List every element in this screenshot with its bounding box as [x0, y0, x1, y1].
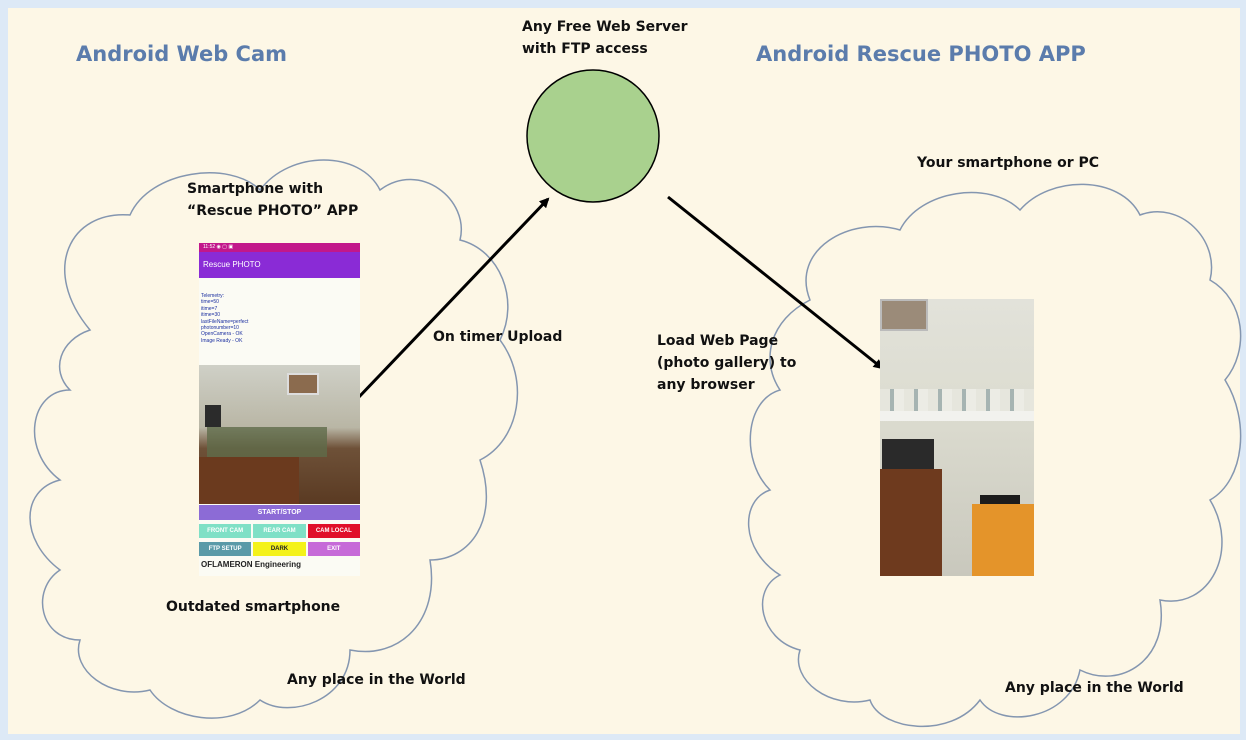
camera-preview-image [199, 365, 360, 504]
telemetry-line: OpenCamera - OK [201, 331, 243, 338]
exit-button[interactable]: EXIT [307, 542, 360, 556]
telemetry-line: itime=30 [201, 312, 221, 319]
server-label-line1: Any Free Web Server [522, 19, 688, 35]
cam-local-button[interactable]: CAM LOCAL [307, 524, 360, 538]
rear-cam-button[interactable]: REAR CAM [253, 524, 306, 538]
phone-screenshot: 11:52 ◉ ▢ ▣ Rescue PHOTO Telemetry: time… [199, 243, 360, 576]
load-page-label-line3: any browser [657, 377, 755, 393]
load-page-arrow [667, 195, 884, 370]
telemetry-line: Image Ready - OK [201, 337, 243, 344]
right-title: Android Rescue PHOTO APP [756, 42, 1086, 66]
telemetry-line: lastFileName=perfect [201, 318, 249, 325]
load-page-label-line1: Load Web Page [657, 333, 779, 349]
telemetry-line: itime=7 [201, 305, 218, 312]
load-page-label: Load Web Page (photo gallery) to any bro… [657, 330, 796, 396]
start-stop-button[interactable]: START/STOP [199, 505, 360, 520]
left-title: Android Web Cam [76, 42, 288, 66]
right-cloud [748, 183, 1242, 728]
phone-caption-line1: Smartphone with [187, 181, 324, 197]
load-page-label-line2: (photo gallery) to [657, 355, 797, 371]
telemetry-line: Telemetry: [201, 293, 225, 299]
left-cloud [29, 159, 519, 719]
phone-caption-line2: “Rescue PHOTO” APP [187, 203, 359, 219]
telemetry-line: photonumber=10 [201, 325, 239, 332]
phone-caption: Smartphone with “Rescue PHOTO” APP [187, 178, 358, 222]
phone-app-title: Rescue PHOTO [199, 252, 360, 278]
phone-telemetry: Telemetry: time=50 itime=7 itime=30 last… [199, 278, 360, 365]
front-cam-button[interactable]: FRONT CAM [199, 524, 252, 538]
upload-label: On timer Upload [433, 329, 563, 345]
left-location-label: Any place in the World [287, 672, 466, 688]
ftp-setup-button[interactable]: FTP SETUP [199, 542, 252, 556]
dark-button[interactable]: DARK [253, 542, 306, 556]
upload-arrow [356, 197, 550, 400]
right-location-label: Any place in the World [1005, 680, 1184, 696]
web-server-node [526, 69, 660, 203]
right-cloud-caption: Your smartphone or PC [917, 155, 1100, 171]
device-label: Outdated smartphone [166, 599, 341, 615]
server-label-line2: with FTP access [522, 41, 648, 57]
phone-status-bar: 11:52 ◉ ▢ ▣ [199, 243, 360, 252]
phone-footer: OFLAMERON Engineering [201, 560, 301, 569]
server-label: Any Free Web Server with FTP access [522, 16, 688, 60]
gallery-photo [880, 299, 1034, 576]
telemetry-line: time=50 [201, 299, 219, 306]
